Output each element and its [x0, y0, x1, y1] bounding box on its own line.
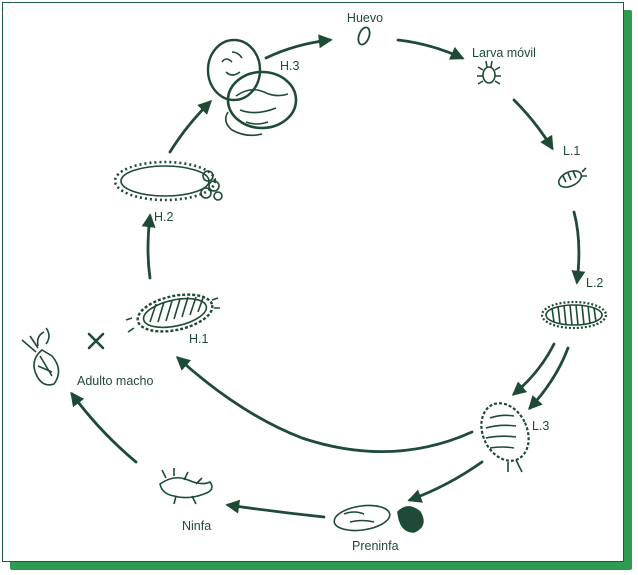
arrow-l1-l2 — [571, 210, 586, 285]
arrow-l2-l3-a — [511, 342, 556, 396]
label-h2: H.2 — [154, 210, 174, 224]
h3-illustration — [206, 38, 298, 137]
arrow-l3-h1 — [175, 356, 474, 453]
label-larva-movil: Larva móvil — [472, 46, 536, 60]
arrow-h3-huevo — [264, 34, 333, 60]
label-ninfa: Ninfa — [182, 519, 211, 533]
arrow-l2-l3-b — [528, 346, 570, 411]
arrow-l3-preninfa — [407, 460, 484, 503]
label-adulto-macho: Adulto macho — [77, 374, 153, 388]
l3-illustration — [480, 402, 530, 473]
l1-illustration — [557, 167, 587, 188]
l2-illustration — [540, 300, 608, 330]
label-preninfa: Preninfa — [352, 539, 399, 553]
preninfa-illustration — [333, 504, 424, 533]
label-h3: H.3 — [280, 59, 300, 73]
ninfa-illustration — [159, 468, 213, 505]
h2-illustration — [113, 160, 223, 202]
adult-male-illustration — [21, 327, 60, 386]
egg-illustration — [357, 26, 371, 46]
label-h1: H.1 — [189, 332, 209, 346]
arrow-h1-h2 — [141, 213, 156, 280]
arrow-huevo-larva — [396, 38, 465, 60]
crawler-illustration — [477, 60, 501, 85]
arrow-ninfa-adulto — [70, 391, 138, 464]
label-l2: L.2 — [586, 276, 603, 290]
label-l1: L.1 — [563, 144, 580, 158]
label-l3: L.3 — [532, 419, 549, 433]
arrow-h2-h3 — [168, 100, 212, 154]
arrow-preninfa-ninfa — [225, 499, 326, 519]
h1-illustration — [125, 293, 220, 333]
cross-mark — [87, 332, 105, 350]
label-huevo: Huevo — [347, 11, 383, 25]
arrow-larva-l1 — [512, 98, 554, 151]
